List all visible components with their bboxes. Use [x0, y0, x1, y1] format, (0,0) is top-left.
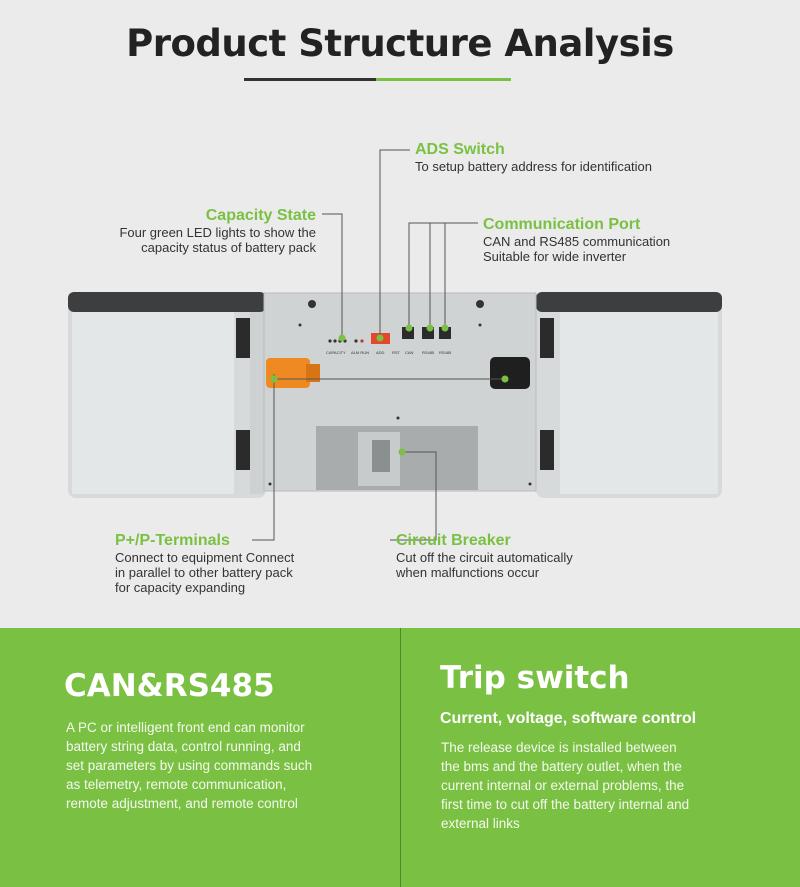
trip-switch-line-3: current internal or external problems, t… — [441, 778, 685, 793]
features-section: CAN&RS485 A PC or intelligent front end … — [0, 628, 800, 887]
can-rs485-line-1: A PC or intelligent front end can monito… — [66, 720, 305, 735]
trip-switch-line-5: external links — [441, 816, 520, 831]
callout-breaker-desc-2: when malfunctions occur — [396, 565, 540, 580]
trip-switch-line-1: The release device is installed between — [441, 740, 677, 755]
can-rs485-line-3: set parameters by using commands such — [66, 758, 313, 773]
callout-ads-title: ADS Switch — [415, 141, 505, 158]
callout-terminals-desc-3: for capacity expanding — [115, 580, 246, 595]
callout-ads-switch: ADS Switch To setup battery address for … — [415, 140, 652, 174]
battery-illustration — [68, 292, 722, 498]
panel-label-can: CAN — [405, 350, 414, 355]
can-rs485-text: A PC or intelligent front end can monito… — [66, 718, 366, 813]
title-underline-green — [376, 78, 511, 81]
callout-terminals-desc-1: Connect to equipment Connect — [115, 550, 295, 565]
callout-communication-port: Communication Port CAN and RS485 communi… — [483, 215, 670, 264]
trip-switch-title: Trip switch — [440, 660, 630, 696]
panel-label-add: ADD — [376, 350, 385, 355]
right-battery-module — [536, 292, 722, 498]
callout-breaker-title: Circuit Breaker — [396, 532, 511, 549]
trip-switch-line-2: the bms and the battery outlet, when the — [441, 759, 682, 774]
callout-circuit-breaker: Circuit Breaker Cut off the circuit auto… — [396, 531, 573, 580]
trip-switch-line-4: first time to cut off the battery intern… — [441, 797, 690, 812]
callout-capacity-state: Capacity State Four green LED lights to … — [60, 206, 316, 255]
panel-label-capacity: CAPACITY — [326, 350, 346, 355]
trip-switch-subtitle: Current, voltage, software control — [440, 710, 697, 727]
feature-divider — [400, 628, 401, 887]
callout-capacity-desc-2: capacity status of battery pack — [141, 240, 316, 255]
callout-capacity-title: Capacity State — [205, 207, 316, 224]
panel-label-rst: RST — [392, 350, 400, 355]
panel-label-alm-run: ALM RUN — [351, 350, 370, 355]
callout-comm-desc-2: Suitable for wide inverter — [483, 249, 627, 264]
can-rs485-title: CAN&RS485 — [64, 668, 275, 704]
structure-section: Product Structure Analysis — [60, 22, 722, 595]
can-rs485-line-4: as telemetry, remote communication, — [66, 777, 287, 792]
page-title: Product Structure Analysis — [126, 22, 674, 65]
left-battery-module — [68, 292, 266, 498]
trip-switch-text: The release device is installed between … — [441, 738, 761, 833]
callout-ads-desc: To setup battery address for identificat… — [415, 159, 653, 174]
can-rs485-line-5: remote adjustment, and remote control — [66, 796, 298, 811]
center-control-panel — [263, 292, 537, 492]
callout-terminals-title: P+/P-Terminals — [115, 532, 230, 549]
callout-connectors — [252, 149, 509, 541]
title-underline-dark — [244, 78, 376, 81]
callout-capacity-desc-1: Four green LED lights to show the — [119, 225, 316, 240]
callout-comm-desc-1: CAN and RS485 communication — [483, 234, 671, 249]
panel-label-rs485-1: RS485 — [422, 350, 435, 355]
callout-comm-title: Communication Port — [483, 216, 641, 233]
can-rs485-line-2: battery string data, control running, an… — [66, 739, 301, 754]
callout-terminals-desc-2: in parallel to other battery pack — [115, 565, 293, 580]
callout-terminals: P+/P-Terminals Connect to equipment Conn… — [115, 531, 294, 595]
panel-label-rs485-2: RS485 — [439, 350, 452, 355]
callout-breaker-desc-1: Cut off the circuit automatically — [396, 550, 573, 565]
